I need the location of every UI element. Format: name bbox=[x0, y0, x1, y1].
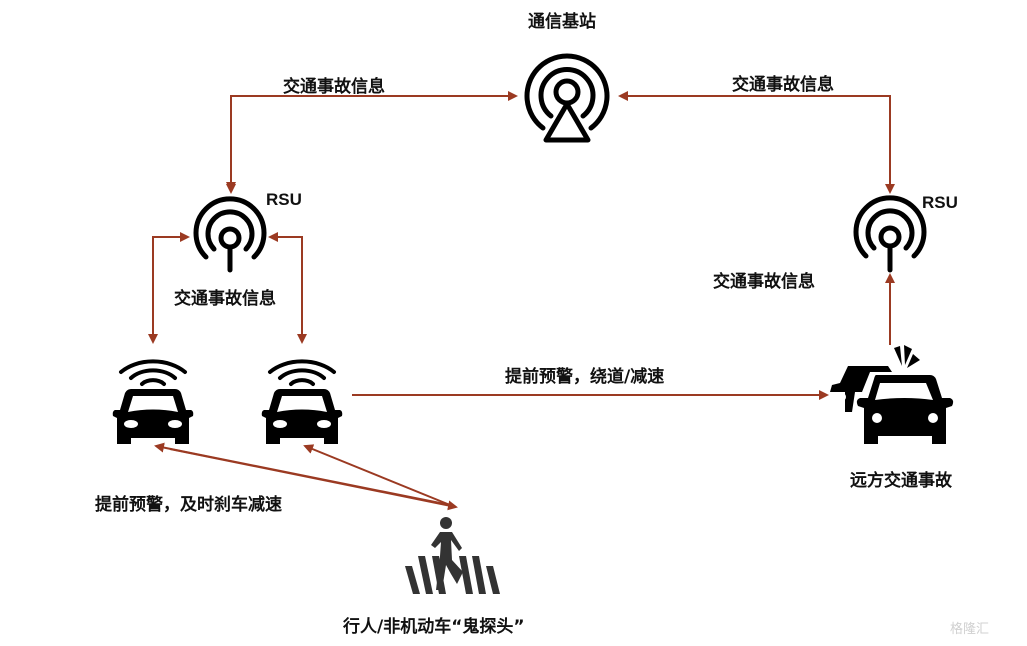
edge-label-rsu-right-accident: 交通事故信息 bbox=[713, 272, 815, 292]
arrow-right-car-rsu bbox=[268, 232, 303, 340]
base-station-label: 通信基站 bbox=[528, 12, 596, 32]
arrow-rsu-left-to-base bbox=[230, 91, 518, 190]
accident-label: 远方交通事故 bbox=[850, 471, 952, 491]
edge-label-car-accident: 提前预警，绕道/减速 bbox=[505, 367, 665, 387]
pedestrian-crossing-icon bbox=[405, 517, 500, 594]
rsu-antenna-icon-left bbox=[193, 196, 267, 273]
connected-car-icon-right bbox=[261, 359, 343, 444]
rsu-right-label: RSU bbox=[922, 193, 958, 212]
pedestrian-label: 行人/非机动车“鬼探头” bbox=[343, 617, 525, 637]
watermark: 格隆汇 bbox=[950, 622, 990, 637]
rsu-left-label: RSU bbox=[266, 190, 302, 209]
edge-label-cars-pedestrian: 提前预警，及时刹车减速 bbox=[95, 495, 282, 515]
arrow-ped-to-right-car bbox=[303, 444, 451, 506]
edge-label-rsu-left-base: 交通事故信息 bbox=[283, 77, 385, 97]
rsu-antenna-icon-right bbox=[853, 195, 927, 273]
arrow-left-car-to-ped bbox=[169, 448, 458, 511]
connected-car-icon-left bbox=[112, 359, 194, 444]
edge-label-rsu-right-base: 交通事故信息 bbox=[732, 75, 834, 95]
arrow-left-car-rsu bbox=[152, 232, 190, 340]
arrow-rsu-right-to-base bbox=[618, 91, 891, 190]
car-crash-icon bbox=[830, 345, 954, 444]
edge-label-rsu-left-cars: 交通事故信息 bbox=[174, 289, 276, 309]
cell-tower-icon bbox=[524, 53, 610, 143]
